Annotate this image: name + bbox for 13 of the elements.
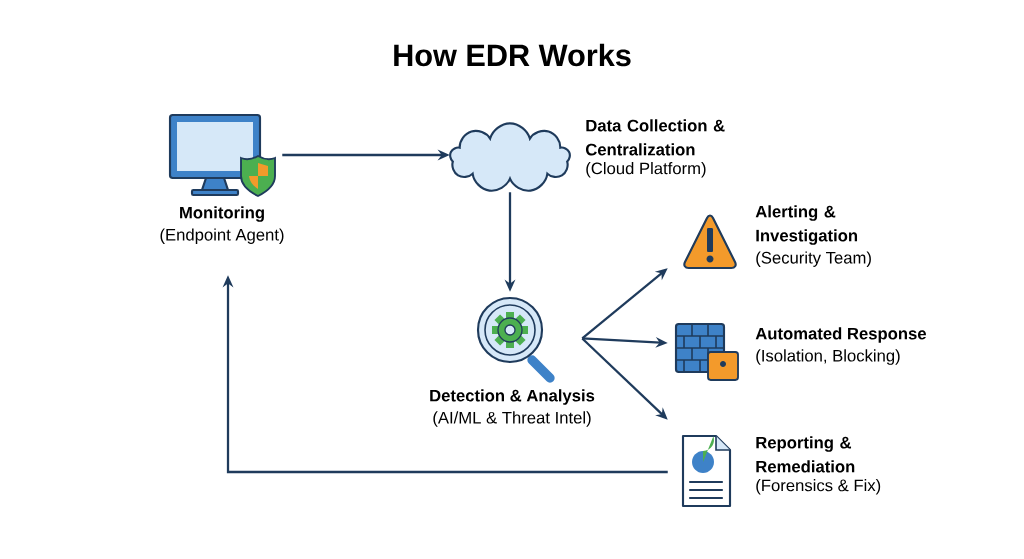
title: How EDR Works [394, 43, 631, 67]
step-subtitle: (Cloud Platform) [586, 162, 706, 178]
step-subtitle: (Isolation, Blocking) [756, 349, 900, 365]
step-heading: Detection & Analysis [430, 389, 595, 405]
step-subtitle: (AI/ML & Threat Intel) [433, 411, 591, 427]
step-subtitle: (Endpoint Agent) [160, 228, 284, 244]
step-heading: Alerting & Investigation [755, 205, 858, 245]
step-heading: Monitoring [180, 206, 264, 222]
step-heading: Reporting & Remediation [756, 436, 855, 473]
step-heading: Automated Response [755, 327, 926, 343]
step-subtitle: (Forensics & Fix) [756, 479, 881, 495]
step-heading: Data Collection & Centralization [585, 119, 725, 156]
step-subtitle: (Security Team) [756, 251, 871, 267]
